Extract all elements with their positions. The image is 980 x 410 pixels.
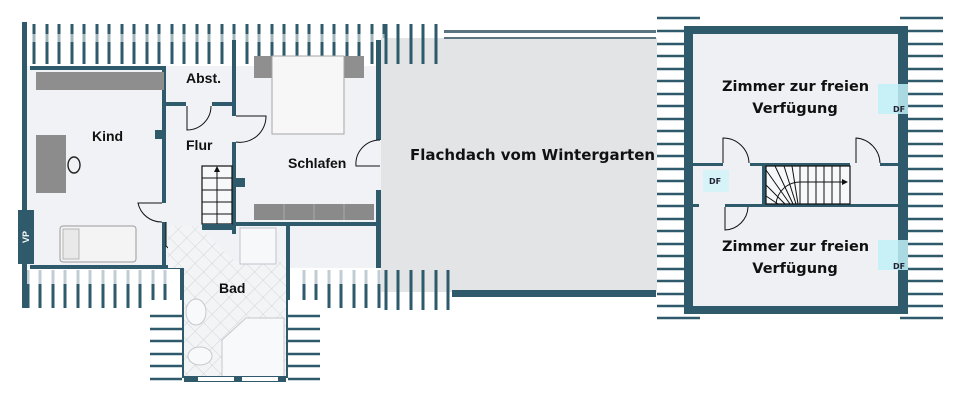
skylight-label-top: DF [893,105,906,114]
skylight-label-hall: DF [709,177,722,186]
room-label-zimmer-oben-line1: Zimmer zur freien [722,79,870,95]
furniture-left [36,55,374,263]
room-label-flur: Flur [186,137,213,153]
staircase-right [765,165,851,205]
skylight-windows [703,84,908,270]
room-label-zimmer-unten: Zimmer zur freien Verfügung [722,236,870,280]
doors-right [722,137,881,231]
left-unit [22,22,390,384]
skylight-label-bottom: DF [893,262,906,271]
room-label-kind: Kind [92,128,124,144]
roof-rafters-bottom [22,268,390,308]
staircase-left [201,165,233,230]
room-label-schlafen: Schlafen [288,155,347,171]
room-label-bad: Bad [219,280,246,296]
room-label-abstellraum: Abst. [186,70,221,86]
flat-roof-wintergarten [381,24,657,310]
room-label-flachdach: Flachdach vom Wintergarten [410,146,656,164]
watermark-logo: VP [18,210,34,264]
room-label-zimmer-unten-line2: Verfügung [752,261,838,277]
room-label-zimmer-oben: Zimmer zur freien Verfügung [722,76,870,120]
right-unit [657,14,943,326]
room-label-zimmer-unten-line1: Zimmer zur freien [722,239,870,255]
bathroom-floor [168,226,286,379]
room-label-zimmer-oben-line2: Verfügung [752,101,838,117]
bathroom-bay-rafters [150,300,320,384]
